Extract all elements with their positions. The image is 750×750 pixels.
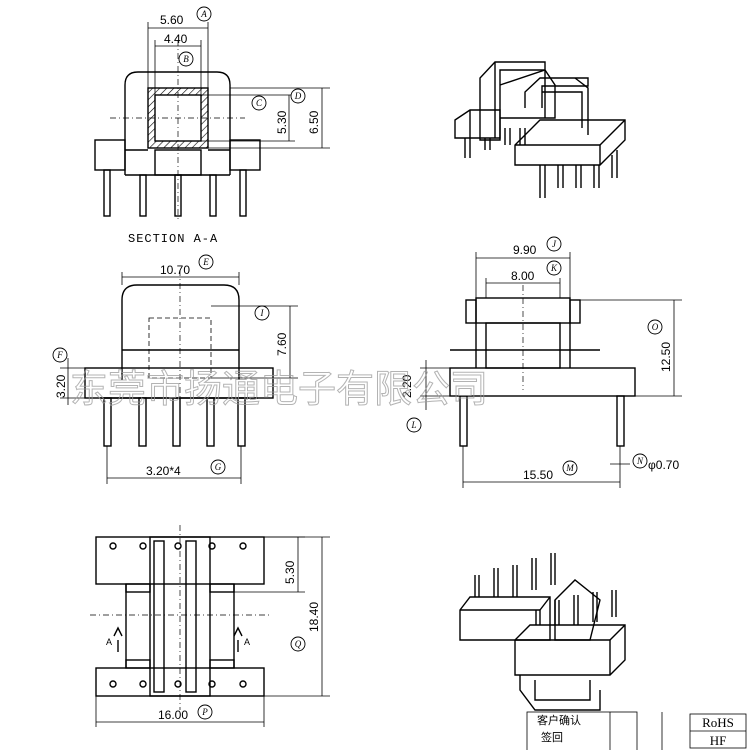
label-q: Q — [295, 639, 302, 649]
label-o: O — [652, 322, 659, 332]
dim-b-text: 4.40 — [164, 32, 188, 46]
dim-l-text: 2.20 — [400, 374, 414, 398]
section-mark-left: A — [106, 637, 112, 647]
side-view: 9.90 J 8.00 K 12.50 O 2.20 L 15.50 M φ0. — [400, 236, 682, 488]
front-view: 10.70 E 7.60 I 3.20 F 3.20*4 G — [52, 254, 298, 484]
label-m: M — [565, 463, 574, 473]
dim-g-text: 3.20*4 — [146, 464, 181, 478]
label-l: L — [410, 420, 416, 430]
dim-n-text: φ0.70 — [648, 458, 679, 472]
dim-d-text: 6.50 — [307, 110, 321, 134]
dim-k-text: 8.00 — [511, 269, 535, 283]
dim-m-text: 15.50 — [523, 468, 553, 482]
section-mark-right: A — [244, 637, 250, 647]
rohs-text: RoHS — [702, 715, 734, 730]
label-d: D — [294, 91, 302, 101]
label-k: K — [550, 263, 558, 273]
dim-f-text: 3.20 — [54, 374, 68, 398]
dim-e-text: 10.70 — [160, 263, 190, 277]
section-title: SECTION A-A — [128, 232, 218, 246]
bottom-view: A A 16.00 P 5.30 18.40 Q — [90, 525, 330, 727]
isometric-view-top — [454, 61, 626, 198]
title-block: 客户确认 签回 — [526, 711, 663, 750]
label-a: A — [200, 9, 207, 19]
label-i: I — [260, 308, 265, 318]
dim-o-text: 12.50 — [659, 342, 673, 372]
dim-a-text: 5.60 — [160, 13, 184, 27]
dim-p-text: 16.00 — [158, 708, 188, 722]
company-watermark: 东莞市扬通电子有限公司 — [70, 367, 488, 411]
label-g: G — [215, 462, 222, 472]
label-p: P — [201, 707, 208, 717]
label-c: C — [256, 98, 263, 108]
title-block-line2: 签回 — [541, 730, 563, 744]
section-view: 5.60 A 4.40 B 5.30 C 6.50 D SECTION A-A — [94, 6, 330, 246]
label-e: E — [202, 257, 209, 267]
dim-r-text: 5.30 — [283, 560, 297, 584]
dim-i-text: 7.60 — [275, 332, 289, 356]
dim-c-text: 5.30 — [275, 110, 289, 134]
label-j: J — [552, 239, 557, 249]
dim-q-text: 18.40 — [307, 602, 321, 632]
isometric-view-bottom — [459, 553, 626, 711]
dim-j-text: 9.90 — [513, 243, 537, 257]
label-f: F — [56, 350, 63, 360]
label-b: B — [183, 54, 189, 64]
hf-text: HF — [710, 733, 727, 748]
title-block-line1: 客户确认 — [537, 713, 581, 727]
label-n: N — [636, 456, 644, 466]
rohs-badge: RoHS HF — [689, 713, 747, 749]
